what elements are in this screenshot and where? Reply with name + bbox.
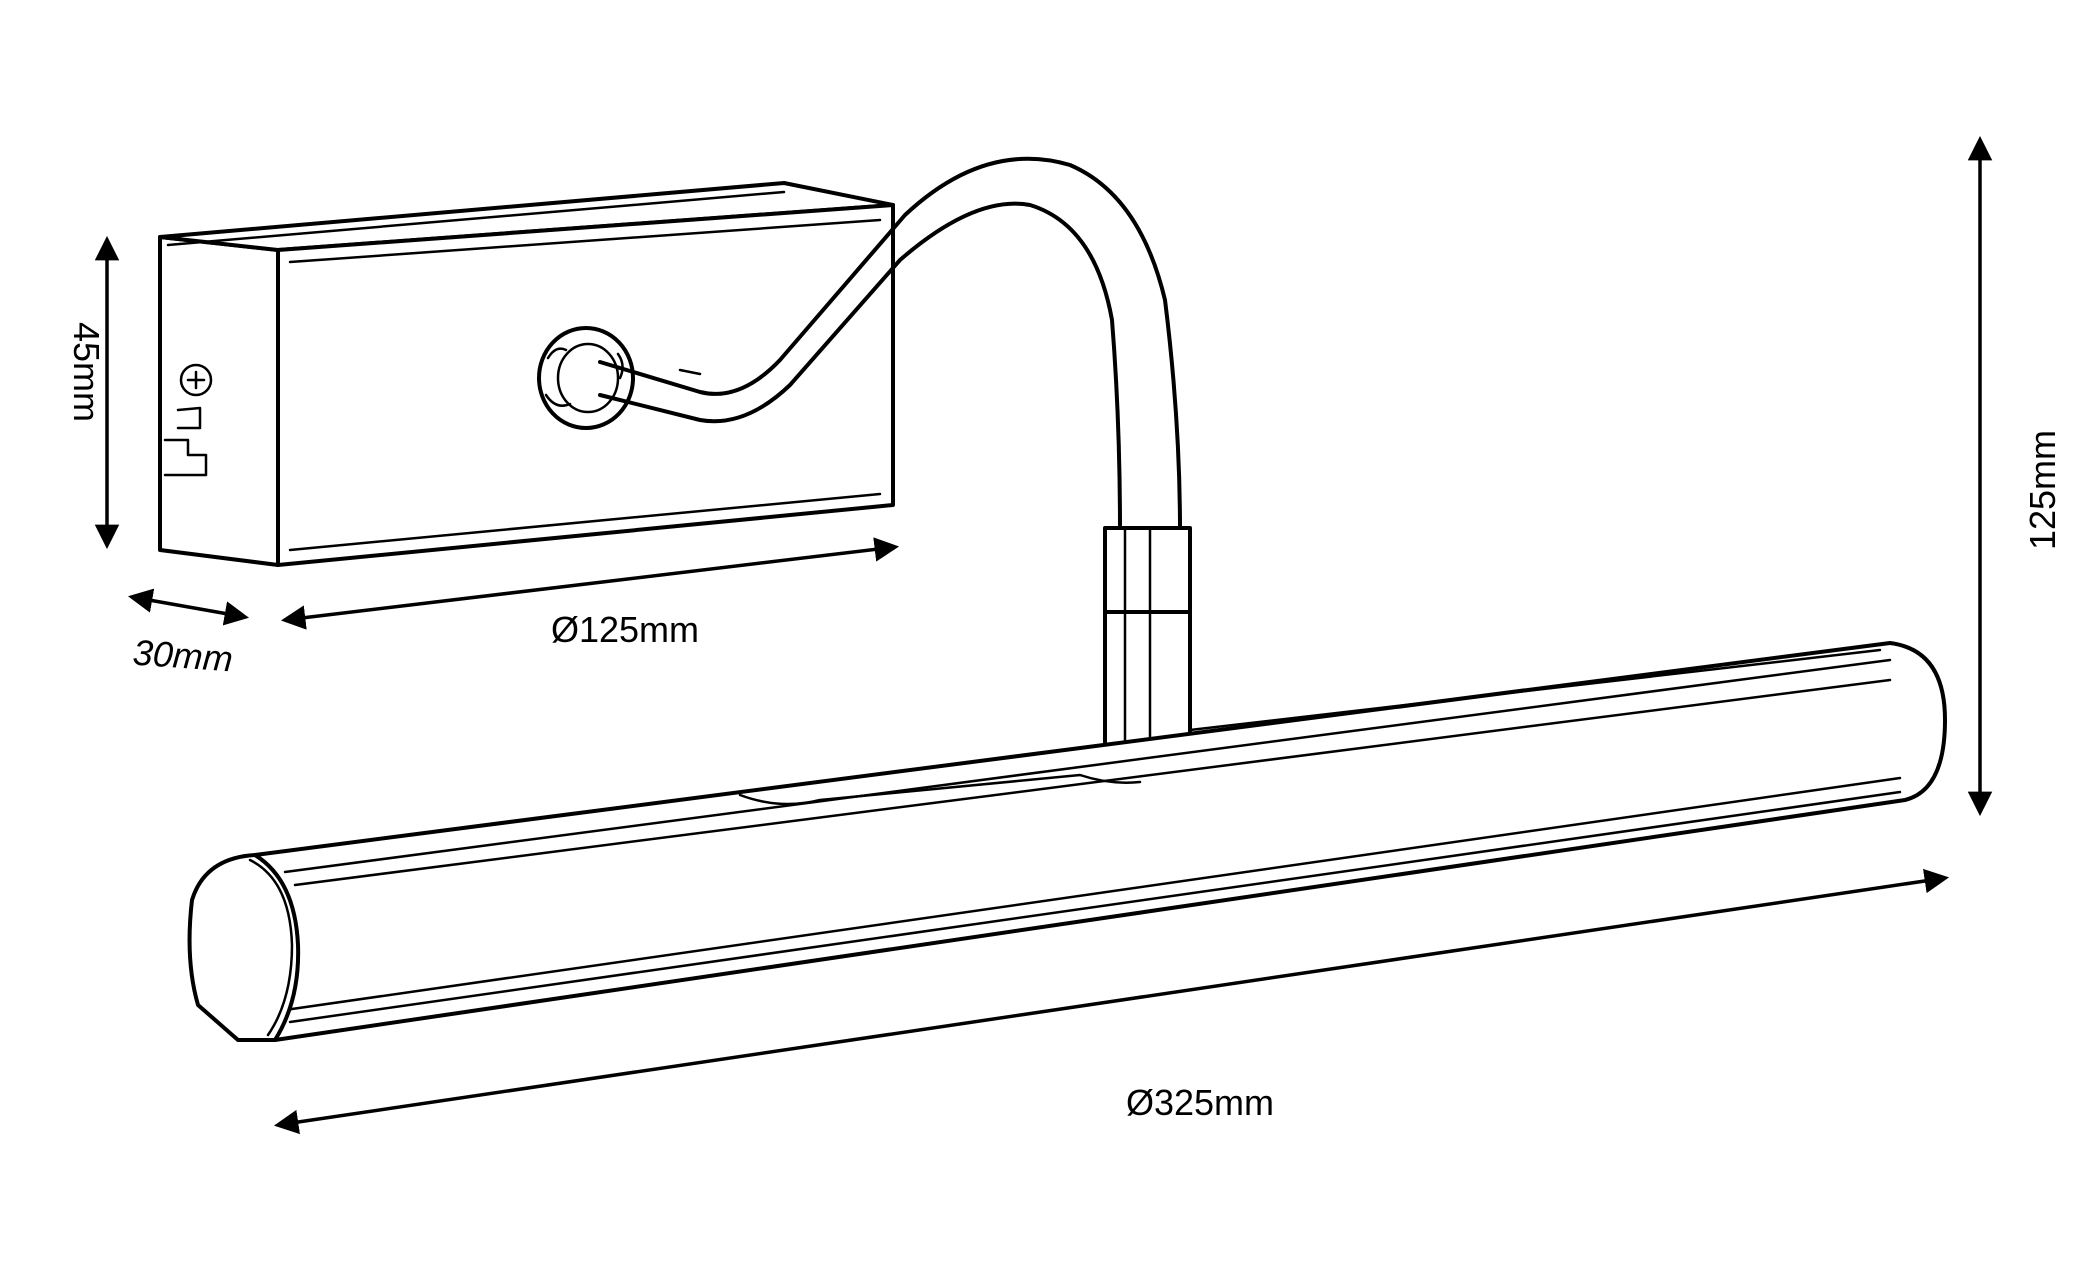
lamp-arm <box>598 156 1182 532</box>
lamp-arm-outline-top <box>598 156 1182 532</box>
screw-icon <box>176 363 213 430</box>
dimension-line-width-box <box>280 537 900 630</box>
dimension-total-width: Ø325mm <box>273 868 1950 1135</box>
light-tube-inner-line-top <box>283 658 1892 874</box>
dimension-line-total-width <box>273 868 1950 1135</box>
light-tube-end-cap <box>187 853 301 1042</box>
dimension-total-height: 125mm <box>1967 135 2063 817</box>
lamp-arm-detail <box>678 368 702 376</box>
dimension-height-box: 45mm <box>66 235 120 550</box>
arm-pivot-detail <box>544 347 624 407</box>
lamp-arm-outline-bottom <box>598 201 1122 532</box>
label-height-box: 45mm <box>66 322 107 422</box>
arm-joint-upper-sleeve <box>1103 526 1192 614</box>
label-total-height: 125mm <box>2022 430 2063 550</box>
light-tube-inner-line-top <box>293 678 1892 887</box>
dimension-width-box: Ø125mm <box>280 537 900 650</box>
label-depth-box: 30mm <box>132 632 235 680</box>
arm-joint-upper-sleeve-lines <box>1123 526 1152 614</box>
light-tube <box>187 641 1947 1042</box>
mounting-box <box>158 181 895 567</box>
label-width-box: Ø125mm <box>551 609 699 650</box>
light-tube-top-highlight <box>1188 648 1882 732</box>
mounting-box-notch <box>163 438 208 477</box>
arm-pivot <box>537 326 635 430</box>
dimension-line-depth-box <box>127 588 250 626</box>
label-total-width: Ø325mm <box>1126 1082 1274 1123</box>
mounting-box-side-face <box>158 235 280 567</box>
arm-pivot-inner-ring <box>556 342 620 414</box>
light-tube-seam <box>738 773 1142 806</box>
dimension-depth-box: 30mm <box>127 588 250 680</box>
mounting-box-edge-line <box>288 218 882 264</box>
mounting-box-edge-line <box>166 190 786 247</box>
